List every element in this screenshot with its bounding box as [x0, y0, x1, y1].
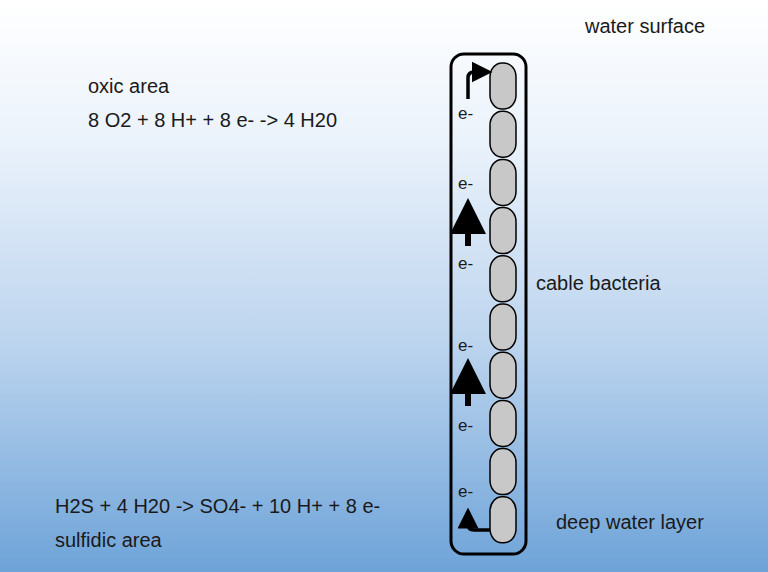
electron-label: e- — [458, 252, 473, 276]
reaction-equation: H2S + 4 H20 -> SO4- + 10 H+ + 8 e- — [55, 494, 380, 518]
electron-label: e- — [458, 334, 473, 358]
bacterium-cell — [490, 400, 516, 446]
bacterium-cell — [490, 111, 516, 157]
zone-label: oxic area — [88, 74, 169, 98]
bacteria-cells — [490, 63, 516, 543]
bacterium-cell — [490, 63, 516, 109]
reaction-equation: 8 O2 + 8 H+ + 8 e- -> 4 H20 — [88, 108, 337, 132]
cable-sheath — [451, 54, 526, 554]
electron-arrow — [465, 216, 471, 246]
bacterium-cell — [490, 208, 516, 254]
surface-label: water surface — [585, 14, 705, 38]
bacterium-cell — [490, 352, 516, 398]
zone-label: sulfidic area — [55, 528, 162, 552]
electron-arrow — [468, 72, 482, 99]
electron-label: e- — [458, 480, 473, 504]
bacterium-cell — [490, 497, 516, 543]
bacterium-cell — [490, 256, 516, 302]
layer-label: deep water layer — [556, 510, 704, 534]
bacterium-cell — [490, 304, 516, 350]
bacterium-cell — [490, 449, 516, 495]
electron-label: e- — [458, 414, 473, 438]
electron-label: e- — [458, 102, 473, 126]
electron-label: e- — [458, 172, 473, 196]
electron-arrow — [468, 518, 490, 530]
electron-arrow — [465, 376, 471, 406]
organism-label: cable bacteria — [536, 271, 661, 295]
bacterium-cell — [490, 159, 516, 205]
